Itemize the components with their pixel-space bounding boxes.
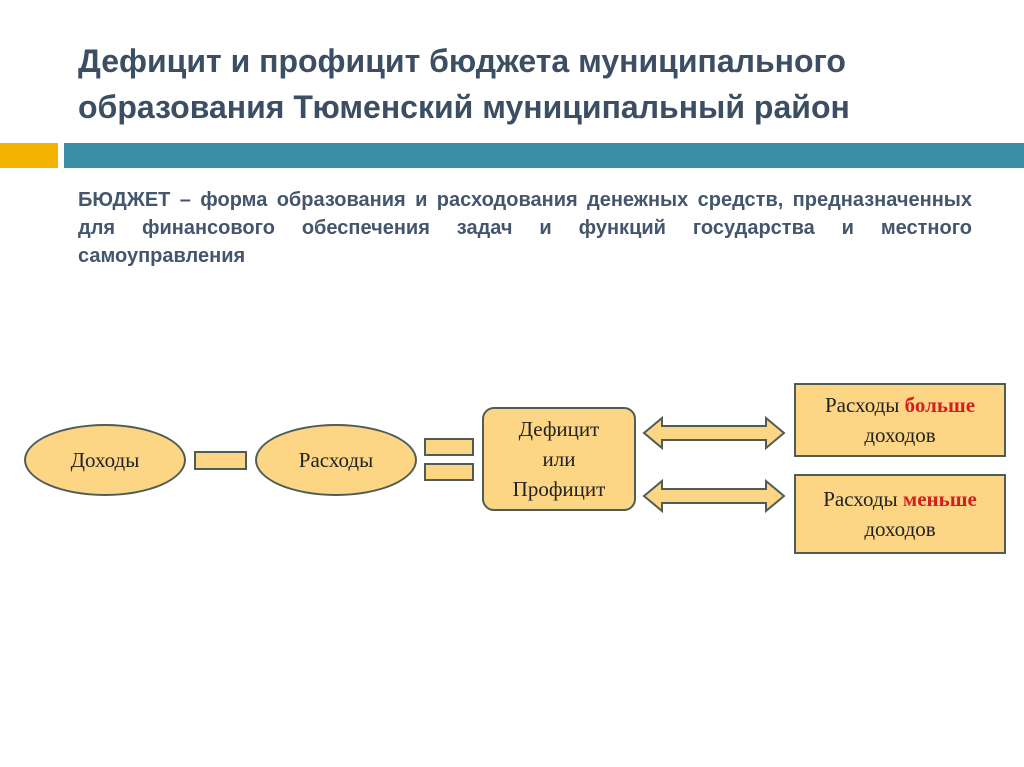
outcome-surplus-prefix: Расходы (823, 487, 903, 511)
outcome-deficit-prefix: Расходы (824, 393, 905, 417)
balance-line-3: Профицит (512, 477, 606, 501)
outcome-surplus-line-1: Расходы меньше (823, 484, 977, 514)
balance-line-2: или (542, 447, 576, 471)
deficit-surplus-box: Дефицит или Профицит (482, 407, 636, 511)
outcome-deficit-highlight: больше (904, 393, 976, 417)
accent-bar-teal (64, 143, 1024, 168)
equals-sign-top-bar (424, 438, 474, 456)
budget-definition: БЮДЖЕТ – форма образования и расходовани… (78, 189, 972, 267)
outcome-deficit-line-1: Расходы больше (825, 390, 975, 420)
expenses-ellipse: Расходы (255, 424, 417, 496)
minus-sign (194, 451, 247, 470)
outcome-surplus-box: Расходы меньше доходов (794, 474, 1006, 554)
outcome-deficit-box: Расходы больше доходов (794, 383, 1006, 457)
income-label: Доходы (70, 448, 140, 472)
double-arrow-lower-icon (642, 479, 786, 513)
balance-line-1: Дефицит (518, 417, 600, 441)
income-ellipse: Доходы (24, 424, 186, 496)
outcome-surplus-highlight: меньше (902, 487, 977, 511)
outcome-deficit-line-2: доходов (864, 423, 936, 447)
slide-title: Дефицит и профицит бюджета муниципальног… (78, 43, 850, 125)
double-arrow-upper-icon (642, 416, 786, 450)
expenses-label: Расходы (298, 448, 374, 472)
equals-sign-bottom-bar (424, 463, 474, 481)
accent-bar-orange (0, 143, 58, 168)
outcome-surplus-line-2: доходов (864, 517, 936, 541)
